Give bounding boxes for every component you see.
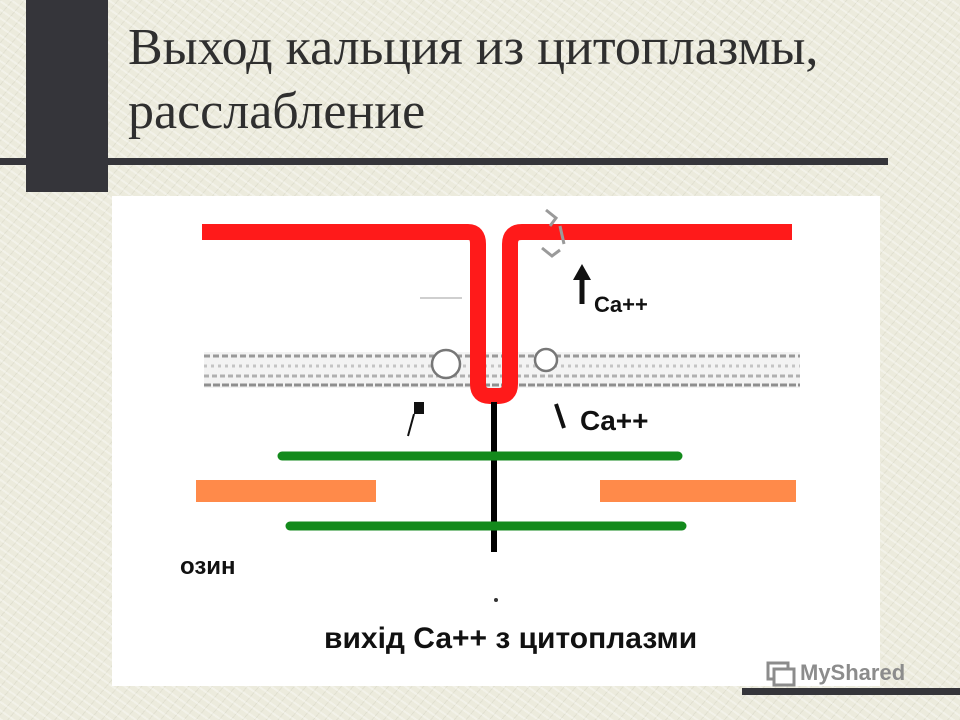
t-tubule-membrane (202, 224, 792, 404)
right-channel-circle (533, 347, 559, 373)
left-channel-marker-icon (407, 402, 424, 437)
watermark-text: MyShared (800, 660, 906, 685)
left-channel-circle (430, 348, 462, 380)
right-channel-marker-icon (554, 403, 566, 429)
diagram-caption: вихід Са++ з цитоплазми (324, 622, 697, 655)
arrow-up-icon (573, 264, 591, 304)
channel-sketch-marks (541, 208, 566, 258)
slide-title: Выход кальция из цитоплазмы, расслаблени… (128, 16, 928, 144)
ca-label-bottom: Ca++ (580, 405, 649, 436)
ca-label-top: Ca++ (594, 292, 648, 317)
myosin-label-fragment: озин (180, 553, 236, 580)
slide-title-line-2: расслабление (128, 83, 426, 140)
myosin-filament-right (600, 480, 796, 502)
small-dot (494, 598, 498, 602)
title-underline-rule (0, 158, 888, 165)
myosin-filament-left (196, 480, 376, 502)
myshared-logo-icon (766, 661, 796, 687)
slide-title-line-1: Выход кальция из цитоплазмы, (128, 19, 819, 76)
myshared-watermark: MyShared (766, 656, 905, 690)
bottom-rule (742, 688, 960, 695)
calcium-release-diagram: Ca++ Ca++ озин вихід Са++ з цитоплазми (112, 196, 880, 686)
